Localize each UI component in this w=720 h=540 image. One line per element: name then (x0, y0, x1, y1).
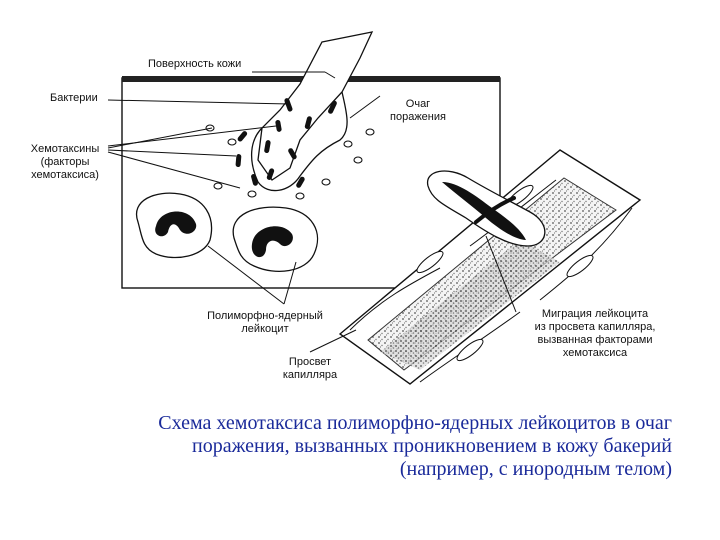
leukocyte-1 (135, 192, 213, 259)
label-pmn-leukocyte-line-1: Полиморфно-ядерный (207, 310, 323, 322)
label-pmn-leukocyte: Полиморфно-ядерный лейкоцит (190, 310, 340, 336)
chemotaxis-diagram (107, 31, 642, 385)
label-lesion-line-2: поражения (390, 111, 446, 123)
label-lesion: Очаг поражения (378, 98, 458, 124)
label-migration-line-3: вызванная факторами (537, 334, 653, 346)
label-skin-surface: Поверхность кожи (148, 58, 242, 70)
foreign-body-cone (257, 31, 374, 181)
caption-line-3: (например, с инородным телом) (399, 458, 672, 480)
label-migration: Миграция лейкоцита из просвета капилляра… (510, 308, 680, 360)
chemotaxins-group (205, 124, 375, 200)
label-migration-line-1: Миграция лейкоцита (541, 308, 649, 320)
migrating-leukocyte (427, 170, 546, 247)
wound-edge (251, 91, 348, 192)
label-chemotaxins-line-1: Хемотаксины (30, 143, 100, 155)
leader-lines (107, 71, 517, 353)
label-capillary-lumen-line-2: капилляра (282, 369, 338, 381)
label-chemotaxins-line-2: (факторы (40, 156, 90, 168)
label-lesion-line-1: Очаг (405, 98, 431, 110)
label-capillary-lumen: Просвет капилляра (270, 356, 350, 382)
label-chemotaxins-line-3: хемотаксиса) (31, 169, 99, 181)
leukocyte-2 (232, 206, 319, 272)
label-migration-line-4: хемотаксиса (562, 347, 628, 359)
bacteria-group (235, 98, 337, 188)
label-pmn-leukocyte-line-2: лейкоцит (241, 323, 289, 335)
caption-line-1: Схема хемотаксиса полиморфно-ядерных лей… (158, 412, 672, 434)
label-migration-line-2: из просвета капилляра, (534, 321, 656, 333)
label-capillary-lumen-line-1: Просвет (288, 356, 332, 368)
capillary (338, 149, 642, 385)
caption-line-2: поражения, вызванных проникновением в ко… (192, 435, 672, 457)
label-bacteria: Бактерии (50, 92, 98, 104)
figure-caption: Схема хемотаксиса полиморфно-ядерных лей… (40, 412, 672, 481)
label-chemotaxins: Хемотаксины (факторы хемотаксиса) (20, 143, 110, 182)
